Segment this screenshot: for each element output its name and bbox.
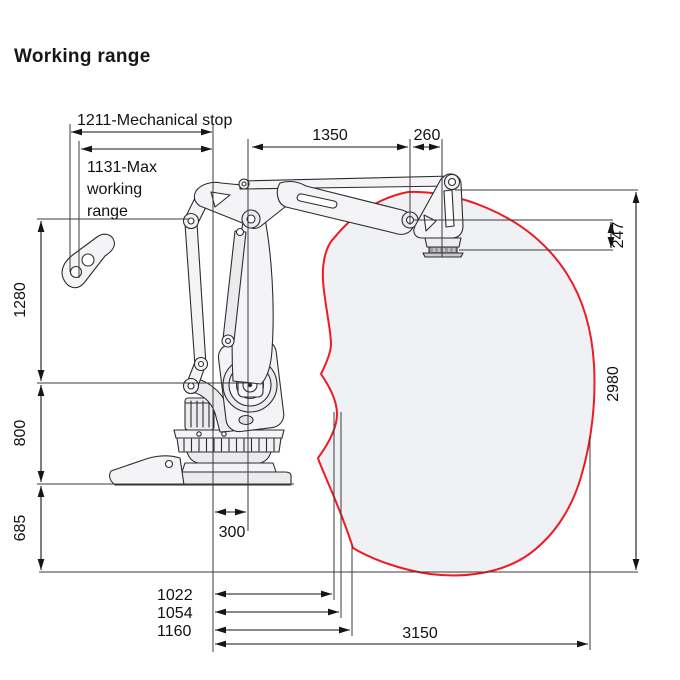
wrist-top-pin [447, 177, 457, 187]
pedestal-block [181, 462, 277, 473]
label-1054: 1054 [157, 605, 193, 622]
flange-ribs [433, 248, 455, 252]
motor-ribs [185, 400, 214, 428]
label-685: 685 [12, 515, 29, 542]
label-1350: 1350 [312, 127, 348, 144]
label-1022: 1022 [157, 587, 193, 604]
shoulder-pin [246, 214, 256, 224]
page-title: Working range [14, 46, 151, 67]
label-260: 260 [414, 127, 441, 144]
link-pin [187, 217, 195, 225]
rod-end-pin [225, 338, 231, 344]
gripper-hole [69, 265, 83, 279]
label-300: 300 [219, 524, 246, 541]
gear-teeth [183, 438, 275, 452]
label-1160: 1160 [157, 623, 192, 640]
rod-top-pin [235, 227, 245, 237]
top-thin-link [239, 175, 453, 190]
working-envelope [317, 190, 596, 577]
gripper-hole [81, 253, 95, 267]
robot-illustration [61, 173, 464, 486]
link-bracket [187, 377, 234, 433]
flange-base-plate [422, 252, 464, 258]
pedestal-taper [186, 451, 272, 464]
thin-link-pin-hole [241, 181, 247, 187]
hub-oval [238, 414, 254, 426]
flange-pad [428, 246, 458, 254]
label-3150: 3150 [402, 625, 438, 642]
wedge-hole [164, 459, 174, 469]
tool-flange [424, 237, 462, 248]
label-max-range-1: 1131-Max [87, 159, 157, 176]
upper-arm-slot [296, 193, 338, 209]
label-mechanical-stop: 1211-Mechanical stop [77, 112, 232, 129]
wrist-slot [443, 189, 455, 228]
motor-housing [184, 397, 215, 431]
extension-lines [37, 124, 638, 652]
label-2980: 2980 [605, 366, 622, 402]
base-foot [165, 471, 292, 486]
wrist-cutout [423, 214, 437, 232]
label-max-range-2: working [86, 181, 142, 198]
dimension-lines [37, 128, 640, 648]
label-247: 247 [610, 222, 627, 249]
link-pin [187, 382, 195, 390]
dimension-labels: 1211-Mechanical stop 1131-Max working ra… [12, 112, 627, 642]
base-wedge [109, 455, 185, 486]
parallel-link-bar [184, 222, 207, 367]
turntable-bolt [221, 431, 227, 437]
turntable-bolt [196, 431, 202, 437]
label-1280: 1280 [12, 282, 29, 318]
link-pin [197, 360, 205, 368]
label-max-range-3: range [87, 203, 128, 220]
label-800: 800 [12, 420, 29, 447]
hub-center-dot [247, 382, 253, 388]
